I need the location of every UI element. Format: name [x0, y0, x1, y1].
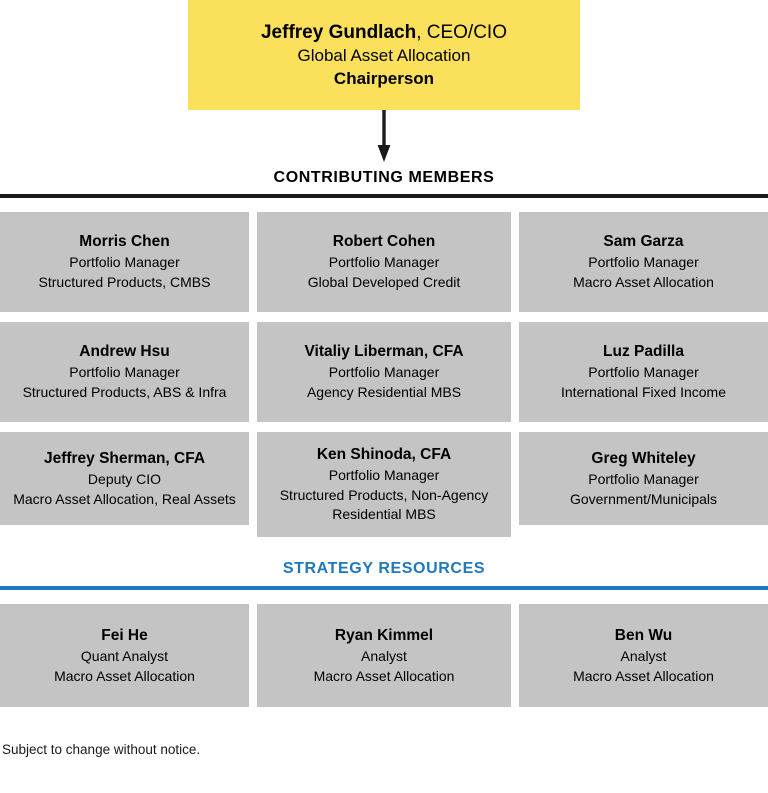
member-title: Analyst — [361, 647, 407, 664]
down-arrow-icon — [377, 110, 391, 162]
member-title: Quant Analyst — [80, 647, 169, 664]
leader-designation: Chairperson — [333, 68, 435, 88]
leader-name: Jeffrey Gundlach — [260, 22, 417, 44]
member-card: Jeffrey Sherman, CFA Deputy CIO Macro As… — [0, 432, 249, 525]
member-name: Sam Garza — [603, 233, 684, 251]
member-card: Ken Shinoda, CFA Portfolio Manager Struc… — [257, 432, 511, 537]
section-divider-strategy-resources — [0, 586, 768, 590]
member-name: Jeffrey Sherman, CFA — [43, 449, 206, 467]
member-card: Ben Wu Analyst Macro Asset Allocation — [519, 604, 768, 707]
member-focus: Macro Asset Allocation — [573, 274, 714, 290]
member-title: Portfolio Manager — [69, 364, 180, 381]
member-focus: International Fixed Income — [561, 384, 726, 400]
member-title: Portfolio Manager — [328, 364, 440, 381]
member-name: Robert Cohen — [332, 233, 436, 251]
member-card: Morris Chen Portfolio Manager Structured… — [0, 212, 249, 312]
member-name: Andrew Hsu — [79, 343, 170, 361]
footer-disclaimer: Subject to change without notice. — [2, 742, 201, 757]
member-name: Ken Shinoda, CFA — [316, 445, 452, 463]
member-focus: Structured Products, ABS & Infra — [22, 384, 227, 400]
member-card: Greg Whiteley Portfolio Manager Governme… — [519, 432, 768, 525]
member-focus: Macro Asset Allocation — [573, 667, 714, 684]
member-title: Deputy CIO — [87, 470, 162, 487]
member-focus: Government/Municipals — [569, 490, 718, 507]
leader-role: , CEO/CIO — [416, 22, 507, 44]
member-name: Morris Chen — [79, 233, 170, 251]
member-focus: Structured Products, CMBS — [38, 274, 211, 290]
leader-name-role: Jeffrey Gundlach, CEO/CIO — [261, 20, 507, 45]
member-card: Robert Cohen Portfolio Manager Global De… — [257, 212, 511, 312]
member-card: Luz Padilla Portfolio Manager Internatio… — [519, 322, 768, 422]
leader-focus: Global Asset Allocation — [297, 46, 471, 66]
member-focus: Agency Residential MBS — [306, 384, 462, 400]
member-card: Vitaliy Liberman, CFA Portfolio Manager … — [257, 322, 511, 422]
member-title: Portfolio Manager — [328, 466, 440, 483]
member-title: Portfolio Manager — [588, 364, 699, 381]
member-title: Portfolio Manager — [69, 254, 180, 271]
member-focus: Macro Asset Allocation — [313, 667, 455, 684]
member-name: Greg Whiteley — [591, 449, 696, 467]
member-card: Sam Garza Portfolio Manager Macro Asset … — [519, 212, 768, 312]
member-focus: Macro Asset Allocation, Real Assets — [13, 490, 236, 507]
member-name: Fei He — [101, 626, 148, 644]
section-divider-contributing-members — [0, 194, 768, 198]
member-focus: Macro Asset Allocation — [54, 667, 195, 684]
member-card: Ryan Kimmel Analyst Macro Asset Allocati… — [257, 604, 511, 707]
member-card: Andrew Hsu Portfolio Manager Structured … — [0, 322, 249, 422]
member-card: Fei He Quant Analyst Macro Asset Allocat… — [0, 604, 249, 707]
leader-card: Jeffrey Gundlach, CEO/CIO Global Asset A… — [188, 0, 580, 110]
member-name: Ben Wu — [614, 626, 673, 644]
member-focus: Structured Products, Non-Agency — [279, 486, 489, 503]
member-name: Ryan Kimmel — [334, 626, 434, 644]
member-name: Luz Padilla — [603, 343, 684, 361]
section-heading-strategy-resources: STRATEGY RESOURCES — [282, 560, 486, 577]
member-title: Portfolio Manager — [328, 254, 440, 271]
section-heading-contributing-members: CONTRIBUTING MEMBERS — [273, 169, 495, 186]
member-name: Vitaliy Liberman, CFA — [304, 343, 464, 361]
member-focus: Global Developed Credit — [307, 274, 461, 290]
member-title: Portfolio Manager — [588, 470, 699, 487]
member-title: Portfolio Manager — [588, 254, 699, 271]
member-title: Analyst — [620, 647, 667, 664]
member-focus-secondary: Residential MBS — [332, 506, 436, 523]
